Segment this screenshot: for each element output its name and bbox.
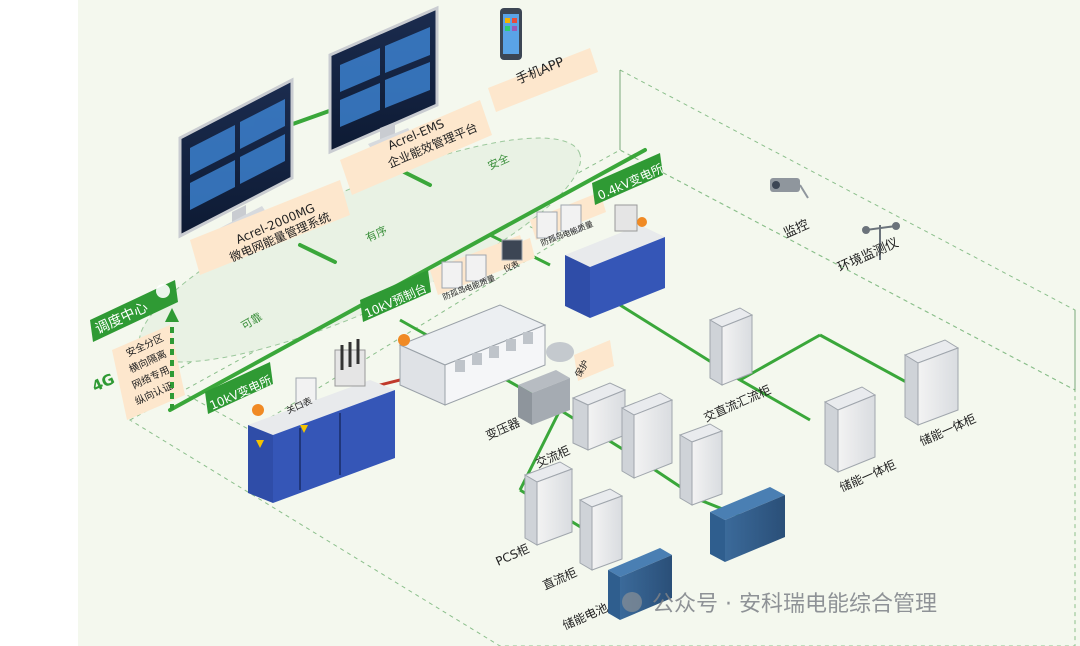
integrated-cabinet-unit-1 bbox=[823, 386, 877, 473]
ems-monitor bbox=[328, 5, 439, 155]
camera-icon bbox=[770, 178, 809, 199]
weather-station-icon bbox=[862, 222, 900, 260]
prefab-10kv bbox=[398, 304, 547, 406]
meter-devices bbox=[295, 204, 582, 405]
badges bbox=[90, 153, 663, 414]
ac-cabinet-unit bbox=[571, 382, 627, 451]
watermark: 公众号 · 安科瑞电能综合管理 bbox=[622, 592, 937, 617]
phone-icon bbox=[500, 8, 522, 60]
substation-04kv bbox=[565, 204, 665, 318]
cabinet-unit-3 bbox=[678, 423, 724, 506]
cabinet-unit-2 bbox=[620, 392, 674, 479]
cabinets bbox=[523, 307, 960, 571]
transformer-device bbox=[518, 342, 574, 425]
acdc-cabinet-unit bbox=[708, 307, 754, 386]
integrated-cabinet-unit-2 bbox=[903, 339, 960, 426]
watermark-text: 公众号 · 安科瑞电能综合管理 bbox=[652, 592, 937, 617]
arrow-head-icon bbox=[165, 308, 179, 322]
zone-solid-outline bbox=[619, 70, 1076, 390]
dc-cabinet-unit bbox=[578, 488, 624, 571]
substation-10kv bbox=[248, 339, 395, 503]
pcs-cabinet-unit bbox=[523, 461, 574, 546]
badge-icon-circle bbox=[156, 284, 170, 298]
